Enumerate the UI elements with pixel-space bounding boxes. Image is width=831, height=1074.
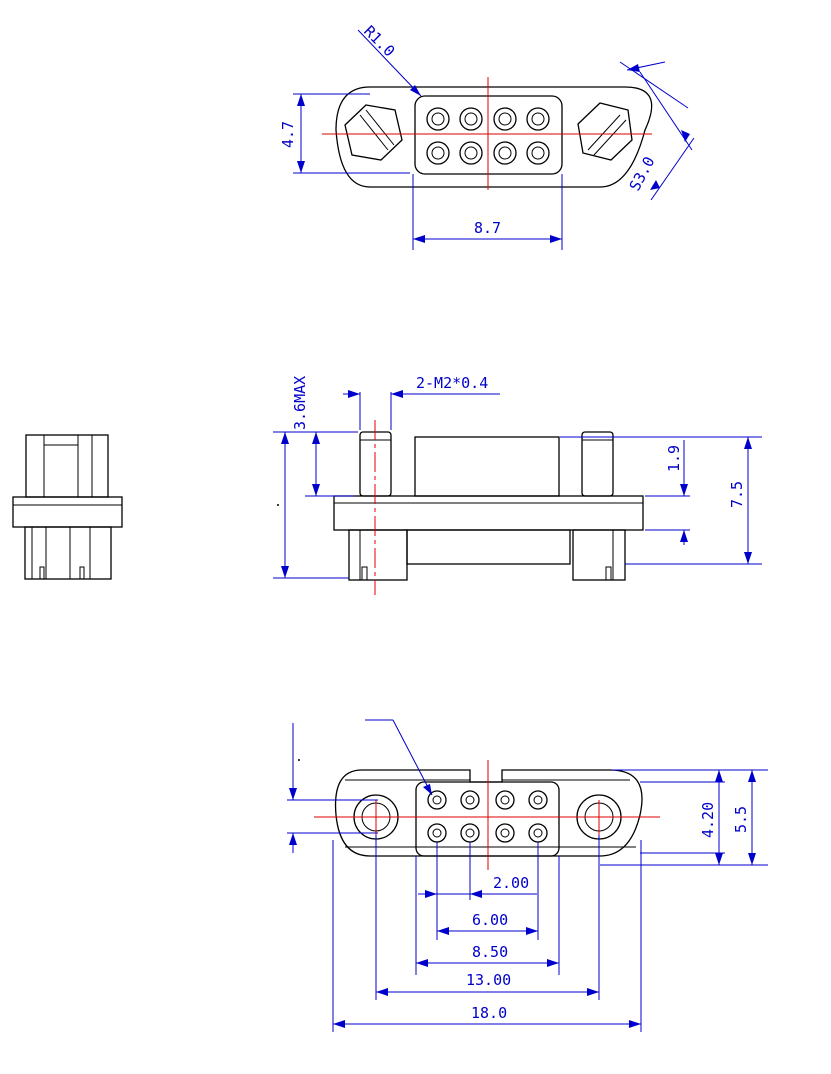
width-label: 8.7 bbox=[474, 219, 501, 237]
flange-label: 1.9 bbox=[665, 445, 683, 472]
post-height-label: 3.6MAX bbox=[291, 376, 309, 430]
radius-label: R1.0 bbox=[360, 22, 398, 60]
flange bbox=[333, 495, 644, 531]
post-label: 2-M2*0.4 bbox=[416, 374, 488, 392]
pitch-label: 2.00 bbox=[493, 874, 529, 892]
total-height-label: 7.5 bbox=[728, 481, 746, 508]
top-view-contacts bbox=[426, 107, 550, 165]
bottom-view: 4.20 5.5 2.00 6.00 8.50 13.00 bbox=[287, 719, 768, 1032]
height-label: 4.7 bbox=[279, 121, 297, 148]
left-hex-nut bbox=[344, 104, 403, 161]
top-view-shell bbox=[335, 86, 653, 188]
mount-span-label: 13.00 bbox=[466, 971, 511, 989]
body-width-label: 8.50 bbox=[472, 943, 508, 961]
row-span-label: 6.00 bbox=[472, 911, 508, 929]
lower-body bbox=[406, 529, 571, 565]
overall-width-label: 18.0 bbox=[471, 1004, 507, 1022]
right-post bbox=[581, 431, 614, 497]
top-view: R1.0 4.7 S3.0 8.7 bbox=[279, 22, 695, 250]
height-outer-label: 5.5 bbox=[732, 806, 750, 833]
side-view-left bbox=[12, 434, 123, 580]
bottom-view-shell bbox=[334, 769, 643, 857]
height-inner-label: 4.20 bbox=[699, 802, 717, 838]
right-hex-nut bbox=[577, 102, 633, 161]
insert-body bbox=[414, 436, 560, 497]
side-view-front: 2-M2*0.4 3.6MAX 1.9 7.5 bbox=[273, 374, 762, 595]
